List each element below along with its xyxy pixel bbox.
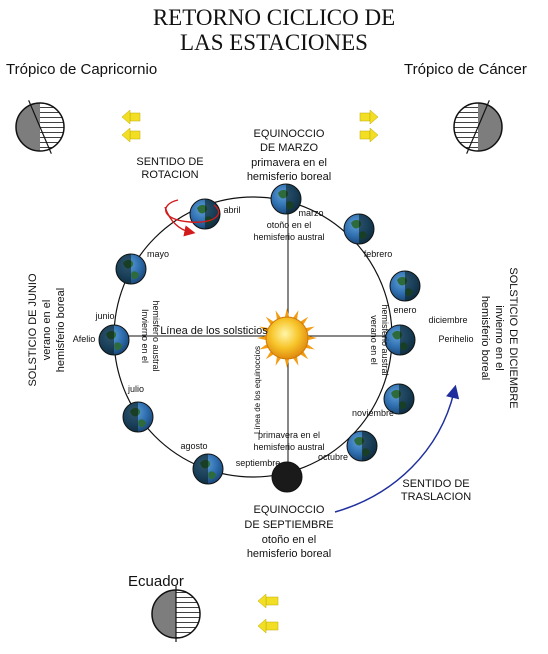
- september-equinox-4: hemisferio boreal: [247, 548, 331, 560]
- earth-noviembre-icon: [383, 383, 415, 415]
- ecuador-globe-icon: [151, 586, 201, 642]
- ecuador-label: Ecuador: [128, 573, 184, 590]
- solstice-line-label: Línea de los solsticios: [160, 325, 268, 337]
- march-equinox-4: hemisferio boreal: [247, 171, 331, 183]
- month-junio: junio: [94, 311, 114, 321]
- december-solstice-2: invierno en el: [493, 305, 505, 370]
- sun-ray: [257, 335, 268, 341]
- september-equinox-pre-2: hemisferio austral: [253, 442, 324, 452]
- yellow-arrow-icons: [121, 109, 379, 634]
- september-equinox-3: otoño en el: [262, 534, 316, 546]
- month-diciembre: diciembre: [428, 315, 467, 325]
- earth-junio-icon: [98, 324, 130, 356]
- march-equinox-sub-1: otoño en el: [267, 220, 312, 230]
- earth-mayo-icon: [115, 253, 147, 285]
- december-solstice-inner-1: verano en el: [369, 315, 379, 365]
- march-equinox-3: primavera en el: [251, 157, 327, 169]
- earth-febrero-icon: [343, 213, 375, 245]
- september-equinox-pre-1: primavera en el: [258, 430, 320, 440]
- sun-icon: [257, 308, 317, 368]
- afelio-label: Afelio: [73, 334, 96, 344]
- tropic-cancer-label: Trópico de Cáncer: [404, 61, 527, 78]
- earth-positions: [98, 183, 421, 493]
- june-solstice-3: hemisferio boreal: [55, 288, 67, 372]
- month-octubre: octubre: [318, 452, 348, 462]
- sun-ray: [284, 308, 290, 319]
- month-agosto: agosto: [180, 441, 207, 451]
- sun-ray: [284, 357, 290, 368]
- september-equinox-1: EQUINOCCIO: [254, 504, 325, 516]
- earth-octubre-icon: [346, 430, 378, 462]
- translation-label-2: TRASLACION: [401, 491, 471, 503]
- title-line-1: RETORNO CICLICO DE: [153, 5, 395, 30]
- june-solstice-inner-1: Invierno en el: [140, 309, 150, 363]
- tropic-capricorn-label: Trópico de Capricornio: [6, 61, 157, 78]
- month-noviembre: noviembre: [352, 408, 394, 418]
- december-solstice-3: hemisferio boreal: [479, 296, 491, 380]
- equinox-line-label: Línea de los equinoccios: [253, 346, 262, 434]
- earth-diciembre-icon: [384, 324, 416, 356]
- rotation-arrow-top: [165, 199, 220, 223]
- march-equinox-1: EQUINOCCIO: [254, 128, 325, 140]
- month-enero: enero: [393, 305, 416, 315]
- june-solstice-2: verano en el: [41, 300, 53, 361]
- march-equinox-2: DE MARZO: [260, 142, 319, 154]
- june-solstice-1: SOLSTICIO DE JUNIO: [27, 273, 39, 387]
- september-equinox-2: DE SEPTIEMBRE: [244, 519, 333, 531]
- december-solstice-inner-2: hemisferio austral: [380, 304, 390, 375]
- month-febrero: febrero: [364, 249, 393, 259]
- title-line-2: LAS ESTACIONES: [180, 30, 368, 55]
- rotation-label-2: ROTACION: [141, 169, 198, 181]
- month-septiembre: septiembre: [236, 458, 281, 468]
- sun-ray: [306, 335, 317, 341]
- translation-label-1: SENTIDO DE: [402, 478, 469, 490]
- march-equinox-sub-2: hemisferio austral: [253, 232, 324, 242]
- month-abril: abril: [223, 205, 240, 215]
- earth-julio-icon: [122, 401, 154, 433]
- month-mayo: mayo: [147, 249, 169, 259]
- month-julio: julio: [127, 384, 144, 394]
- earth-marzo-icon: [270, 183, 302, 215]
- capricorn-globe-icon: [15, 100, 65, 154]
- translation-arrow-icon: [334, 384, 460, 513]
- earth-septiembre-icon: [271, 461, 303, 493]
- perihelio-label: Perihelio: [438, 334, 473, 344]
- cancer-globe-icon: [453, 100, 503, 154]
- december-solstice-1: SOLSTICIO DE DICIEMBRE: [507, 267, 519, 408]
- rotation-arrow-icon: [164, 206, 196, 237]
- month-marzo: marzo: [298, 208, 323, 218]
- rotation-label-1: SENTIDO DE: [136, 156, 203, 168]
- earth-enero-icon: [389, 270, 421, 302]
- earth-abril-icon: [189, 198, 221, 230]
- june-solstice-inner-2: hemisferio austral: [151, 300, 161, 371]
- earth-agosto-icon: [192, 453, 224, 485]
